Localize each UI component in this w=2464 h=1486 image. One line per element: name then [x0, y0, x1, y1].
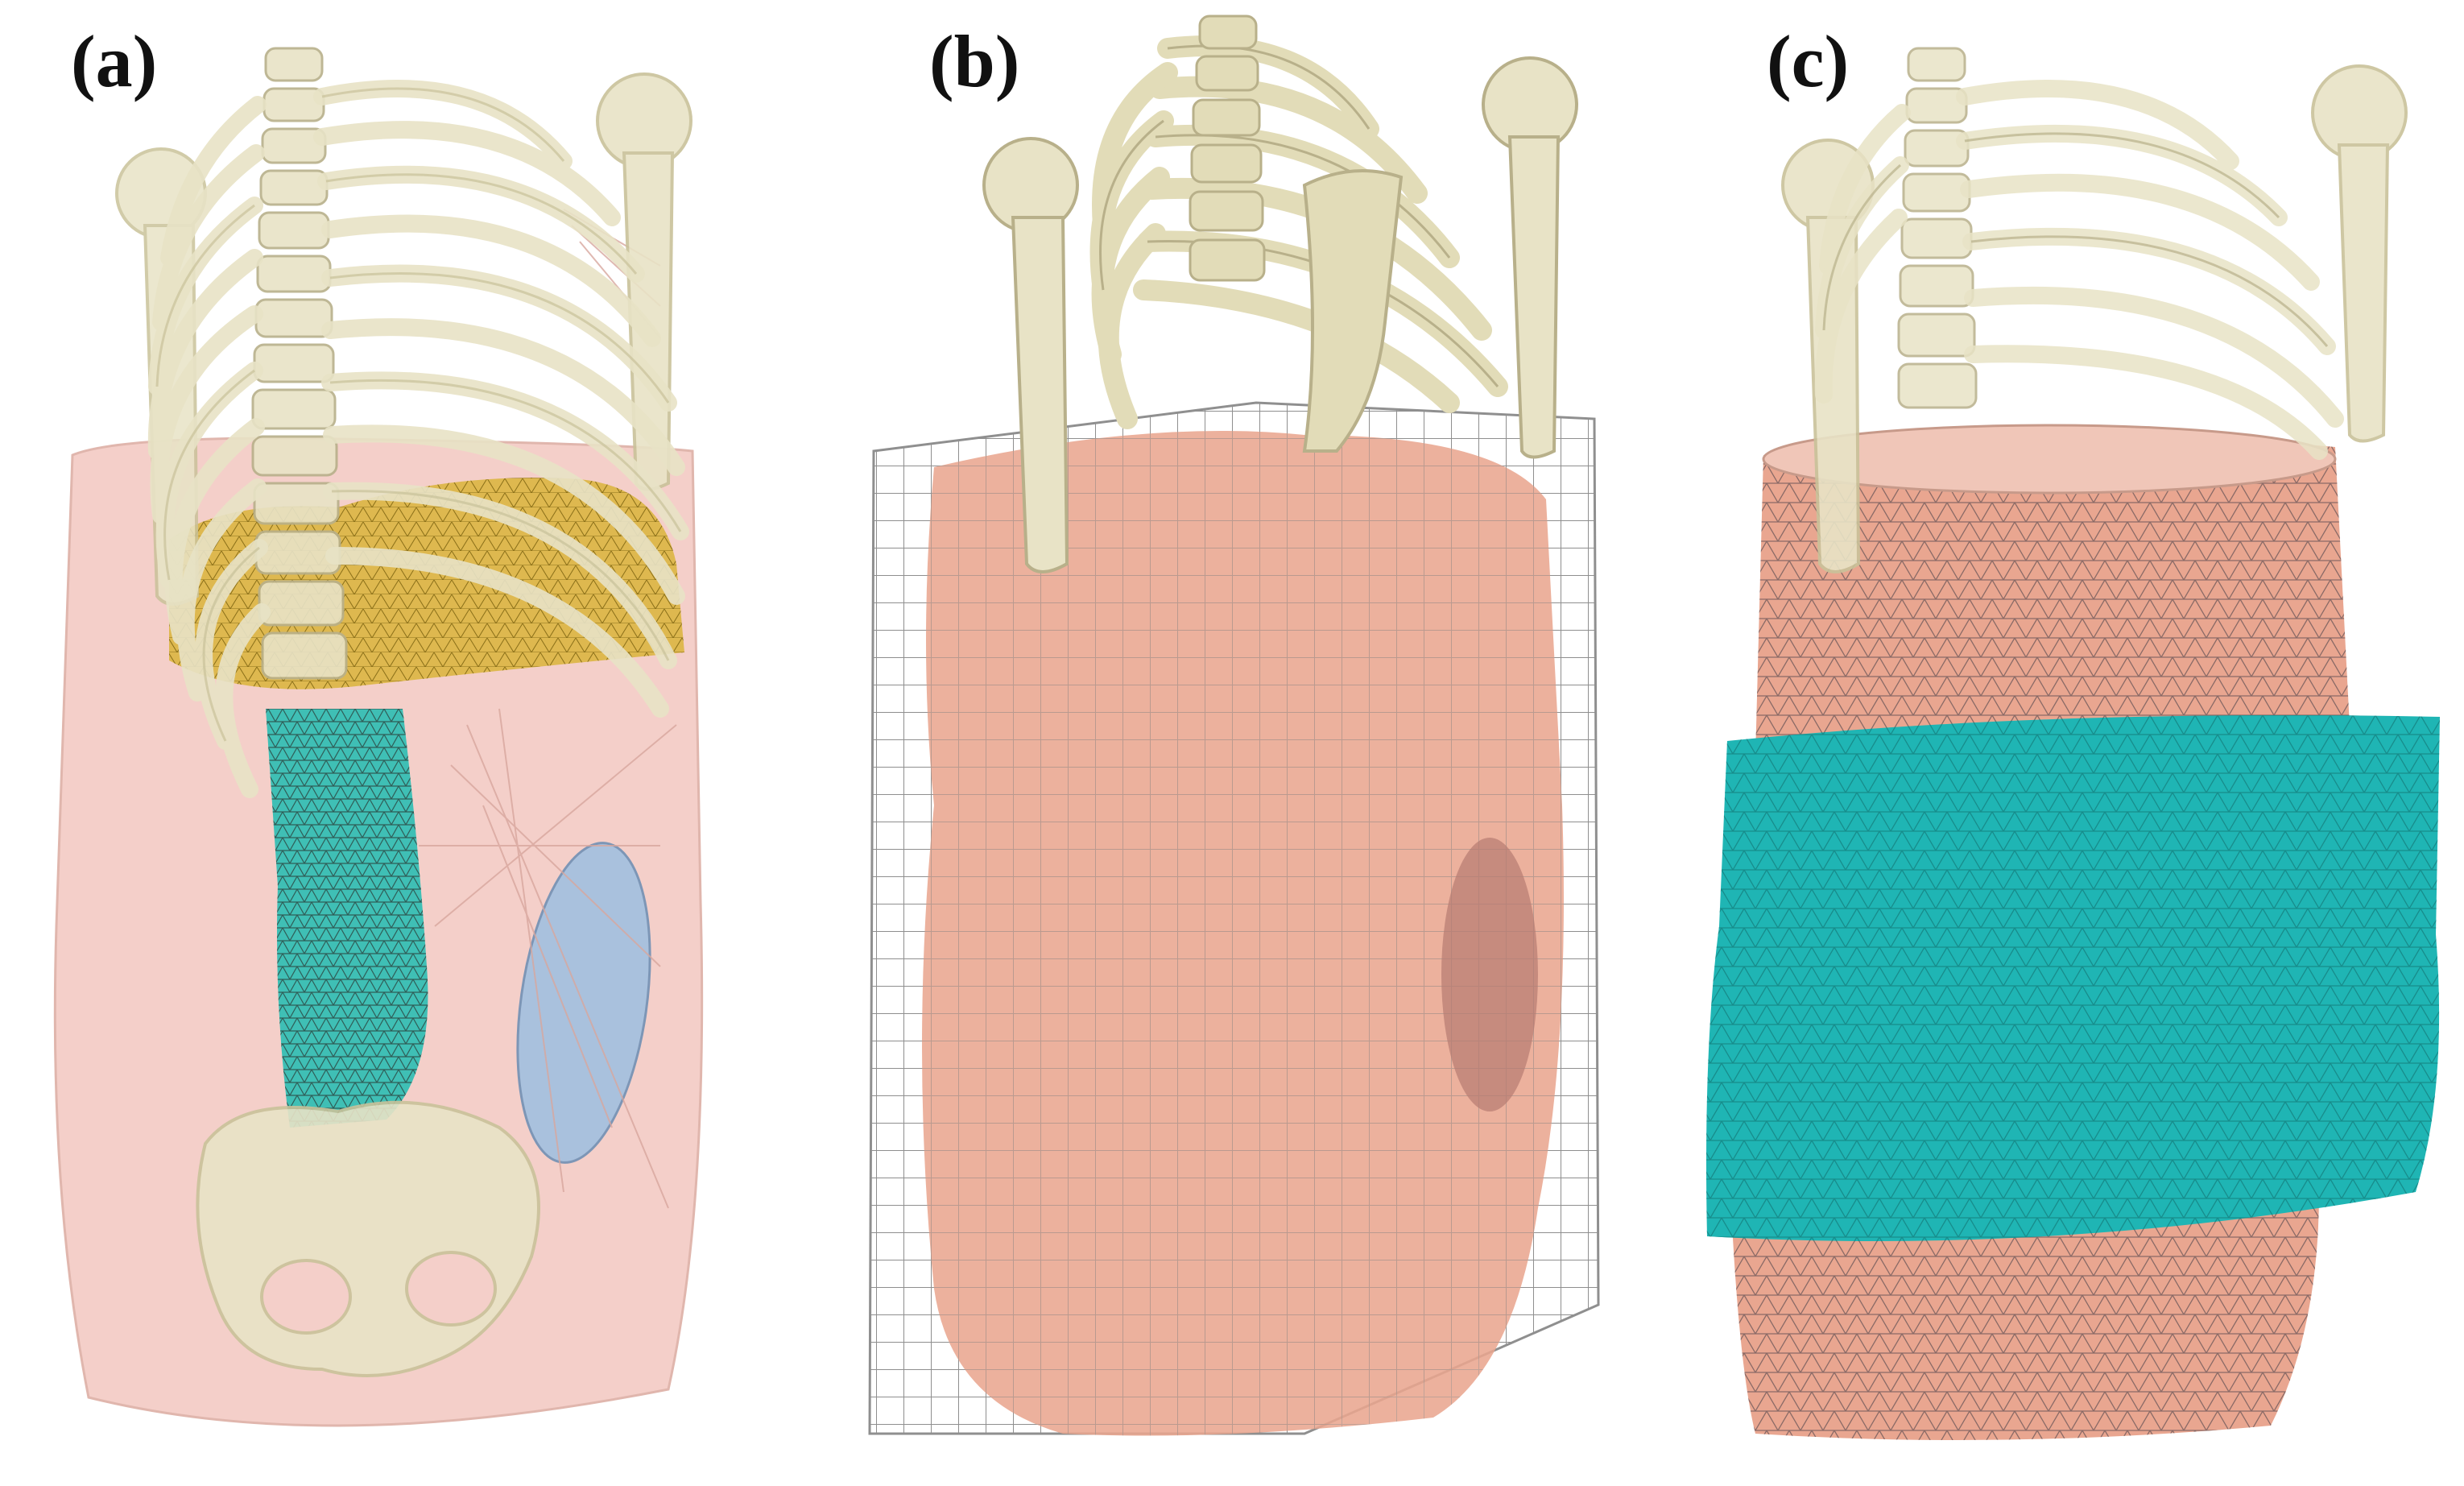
humerus-right	[2311, 64, 2408, 443]
pelvis	[196, 1100, 540, 1377]
panel-a: (a)	[0, 0, 821, 1486]
kidney	[1441, 838, 1538, 1111]
torso-top	[1762, 424, 2337, 495]
sternum	[1302, 169, 1404, 453]
spine	[1897, 47, 1978, 409]
panel-b-label: (b)	[929, 20, 1020, 102]
panel-c-figure	[1706, 47, 2440, 1440]
ribs	[1089, 35, 1508, 429]
panel-a-label: (a)	[71, 20, 158, 102]
panel-b: (b)	[821, 0, 1643, 1486]
humerus-right	[1482, 56, 1578, 459]
panel-a-figure	[53, 47, 704, 1427]
panel-c-label: (c)	[1767, 20, 1850, 102]
spine	[251, 47, 348, 680]
panel-b-figure	[868, 14, 1600, 1436]
panel-c: (c)	[1643, 0, 2464, 1486]
spine	[1189, 14, 1266, 282]
humerus-left	[982, 137, 1079, 573]
